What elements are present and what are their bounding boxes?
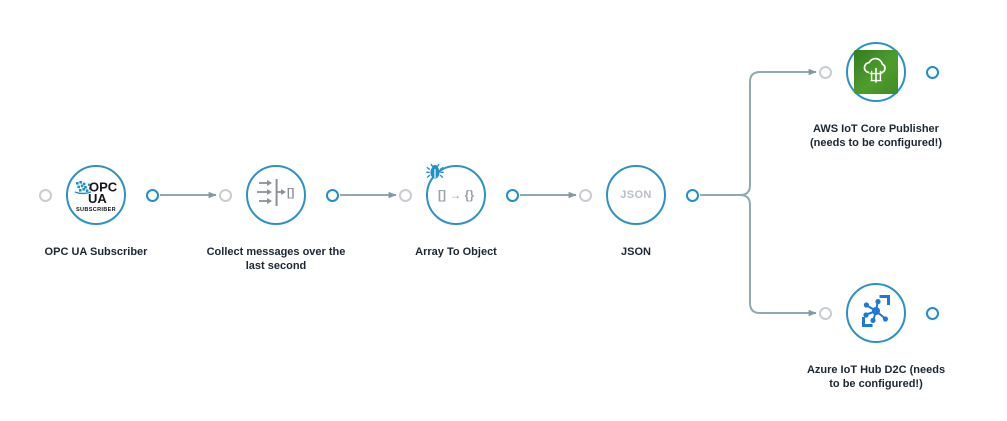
wire-json-to-azure bbox=[700, 194, 817, 317]
port-out-collect-messages[interactable] bbox=[326, 189, 339, 202]
node-label-json: JSON bbox=[621, 246, 651, 258]
node-array-to-object[interactable]: [] → {} bbox=[426, 163, 486, 225]
port-in-array-to-object[interactable] bbox=[399, 189, 412, 202]
array-to-object-icon-text: [] → {} bbox=[438, 188, 474, 202]
port-out-json[interactable] bbox=[686, 189, 699, 202]
port-out-opc-ua-subscriber[interactable] bbox=[146, 189, 159, 202]
svg-text:UA: UA bbox=[88, 191, 107, 206]
bug-icon[interactable] bbox=[426, 163, 444, 186]
node-azure-iot-hub-d2c[interactable] bbox=[846, 283, 906, 343]
port-in-json[interactable] bbox=[579, 189, 592, 202]
node-opc-ua-subscriber[interactable]: OPC UA SUBSCRIBER bbox=[66, 165, 126, 225]
batch-collect-icon: [] bbox=[256, 176, 296, 215]
port-in-collect-messages[interactable] bbox=[219, 189, 232, 202]
node-json[interactable]: JSON bbox=[606, 165, 666, 225]
aws-iot-core-icon bbox=[854, 50, 898, 94]
port-out-aws-iot-core-publisher[interactable] bbox=[926, 66, 939, 79]
json-icon: JSON bbox=[620, 189, 652, 201]
port-out-azure-iot-hub-d2c[interactable] bbox=[926, 307, 939, 320]
opc-ua-subscriber-logo: OPC UA SUBSCRIBER bbox=[71, 170, 121, 220]
port-out-array-to-object[interactable] bbox=[506, 189, 519, 202]
node-label-opc-ua-subscriber: OPC UA Subscriber bbox=[44, 246, 148, 258]
node-label-array-to-object: Array To Object bbox=[415, 246, 497, 258]
port-in-azure-iot-hub-d2c[interactable] bbox=[819, 307, 832, 320]
node-label-azure-iot-hub-d2c: Azure IoT Hub D2C (needs to be configure… bbox=[806, 364, 946, 390]
svg-text:SUBSCRIBER: SUBSCRIBER bbox=[76, 207, 116, 213]
svg-text:[]: [] bbox=[287, 187, 295, 199]
port-in-opc-ua-subscriber[interactable] bbox=[39, 189, 52, 202]
azure-iot-hub-icon bbox=[858, 293, 894, 334]
node-collect-messages[interactable]: [] bbox=[246, 165, 306, 225]
port-in-aws-iot-core-publisher[interactable] bbox=[819, 66, 832, 79]
node-label-collect-messages: Collect messages over the last second bbox=[206, 246, 346, 272]
svg-text:OPC: OPC bbox=[89, 180, 118, 195]
array-to-object-icon: [] → {} bbox=[438, 188, 474, 202]
node-aws-iot-core-publisher[interactable] bbox=[846, 42, 906, 102]
node-label-aws-iot-core-publisher: AWS IoT Core Publisher (needs to be conf… bbox=[810, 123, 942, 149]
